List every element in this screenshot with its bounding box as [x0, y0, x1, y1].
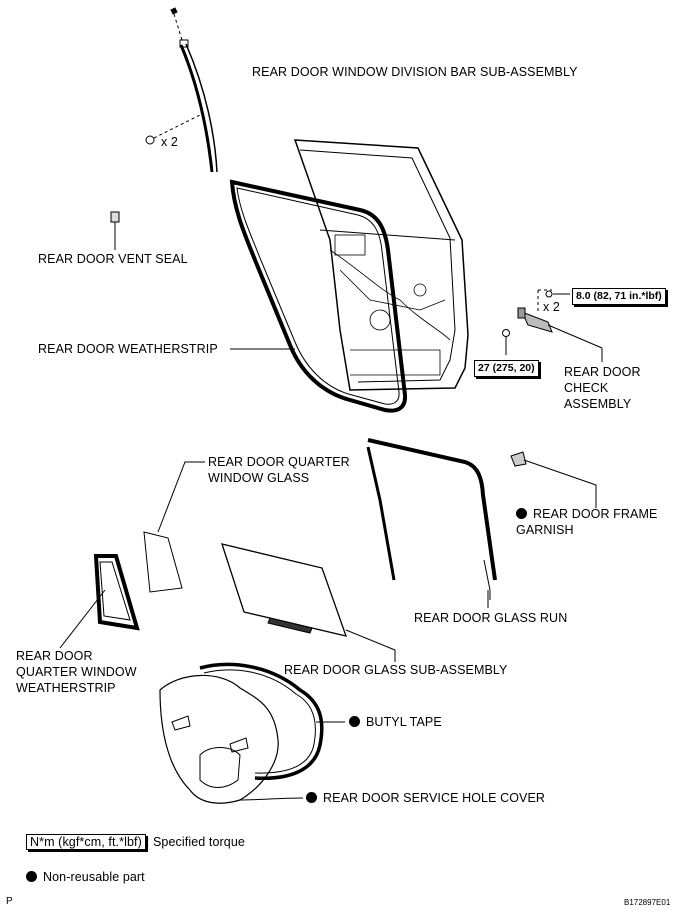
glass-run-drawing	[366, 438, 497, 608]
label-weatherstrip: REAR DOOR WEATHERSTRIP	[38, 342, 218, 356]
label-quarter-weatherstrip: REAR DOOR QUARTER WINDOW WEATHERSTRIP	[16, 649, 137, 695]
nonreusable-dot-icon	[516, 508, 527, 519]
weatherstrip-drawing	[229, 179, 408, 413]
torque-badge-lower: 27 (275, 20)	[474, 360, 539, 377]
corner-mark: P	[6, 896, 13, 907]
door-glass-drawing	[221, 543, 396, 662]
quarter-glass-drawing	[143, 461, 205, 593]
label-check-assembly: REAR DOOR CHECK ASSEMBLY	[564, 365, 641, 411]
nonreusable-dot-icon	[349, 716, 360, 727]
division-bar-drawing	[170, 7, 218, 173]
label-glass-subassembly: REAR DOOR GLASS SUB-ASSEMBLY	[284, 663, 508, 677]
nonreusable-dot-icon	[26, 871, 37, 882]
torque-badge-upper: 8.0 (82, 71 in.*lbf)	[572, 288, 666, 305]
label-vent-seal: REAR DOOR VENT SEAL	[38, 252, 188, 266]
nonreusable-dot-icon	[306, 792, 317, 803]
legend-torque-box: N*m (kgf*cm, ft.*lbf)	[26, 834, 146, 850]
frame-garnish-drawing	[510, 451, 597, 508]
figure-code: B172897E01	[624, 898, 671, 907]
label-qty-check-bolt: x 2	[543, 300, 560, 314]
bolt-icon	[145, 114, 201, 145]
legend-nonreusable: Non-reusable part	[26, 869, 145, 885]
quarter-weatherstrip-drawing	[59, 554, 140, 649]
label-quarter-glass: REAR DOOR QUARTER WINDOW GLASS	[208, 455, 350, 485]
label-qty-bolt-top: x 2	[161, 135, 178, 149]
label-service-hole-cover: REAR DOOR SERVICE HOLE COVER	[306, 790, 545, 806]
label-butyl-tape: BUTYL TAPE	[349, 714, 442, 730]
label-division-bar: REAR DOOR WINDOW DIVISION BAR SUB-ASSEMB…	[252, 65, 578, 79]
door-check-drawing	[502, 289, 603, 362]
vent-seal-drawing	[110, 211, 120, 250]
legend-torque: N*m (kgf*cm, ft.*lbf): Specified torque	[26, 834, 245, 850]
label-frame-garnish: REAR DOOR FRAME GARNISH	[516, 507, 658, 537]
legend-torque-desc: : Specified torque	[145, 835, 245, 849]
service-hole-cover-drawing	[159, 662, 345, 804]
door-shell-drawing	[293, 139, 469, 391]
label-glass-run: REAR DOOR GLASS RUN	[414, 611, 568, 625]
